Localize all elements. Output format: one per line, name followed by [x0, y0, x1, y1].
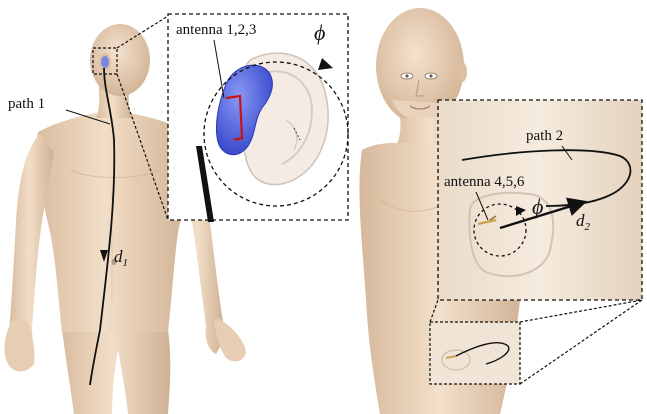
phi-abdomen-label: ϕ: [532, 194, 543, 219]
path-2-label: path 2: [526, 128, 563, 144]
abdomen-callout-line-right: [520, 300, 642, 322]
phi-ear-label: ϕ: [314, 20, 325, 45]
path-1-label: path 1: [8, 96, 45, 112]
ear-inset: [168, 14, 348, 222]
abdomen-callout-line-lower: [520, 300, 642, 384]
antenna-456-label: antenna 4,5,6: [444, 174, 525, 190]
antenna-123-label: antenna 1,2,3: [176, 22, 256, 38]
